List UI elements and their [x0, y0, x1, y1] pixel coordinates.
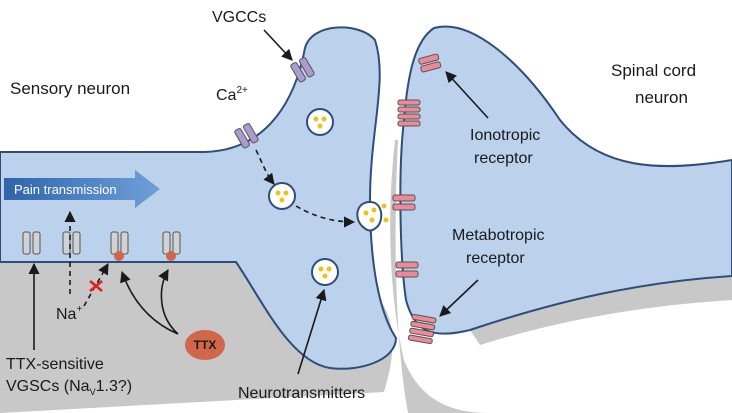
- ttx-sensitive-label-line2: VGSCs (NaV1.3?): [6, 378, 132, 397]
- ttx-molecule: [185, 330, 225, 360]
- ttx-binding-arrow-left: [120, 270, 179, 335]
- spinal-cord-label-line2: neuron: [635, 88, 688, 107]
- sodium-label: Na+: [56, 304, 82, 323]
- vesicle-2: [268, 182, 296, 210]
- metabotropic-label-line2: receptor: [466, 250, 525, 267]
- sensory-neuron-label: Sensory neuron: [10, 79, 130, 98]
- neurotransmitters-label: Neurotransmitters: [238, 385, 365, 402]
- vgscs-text: VGSCs (Na: [6, 378, 90, 395]
- ionotropic-receptor-lower: [395, 261, 419, 278]
- vesicle-1: [306, 108, 334, 136]
- spinal-neuron-membrane: [399, 25, 732, 335]
- vesicle-3: [311, 258, 339, 286]
- ttx-binding-arrow-right: [158, 269, 179, 335]
- vgcc-channel-left: [234, 123, 259, 149]
- sodium-channel-2: [62, 231, 81, 255]
- vgccs-label: VGCCs: [212, 9, 266, 26]
- calcium-charge: 2+: [236, 85, 248, 96]
- pain-transmission-arrow: [4, 170, 160, 208]
- ionotropic-label-line2: receptor: [474, 150, 533, 167]
- vgscs-subscript: V: [90, 387, 96, 397]
- vgcc-channel-top: [290, 57, 315, 83]
- ttx-label: TTX: [194, 338, 217, 352]
- calcium-symbol: Ca: [216, 87, 237, 104]
- neurotransmitters-pointer-arrow: [297, 288, 327, 375]
- spinal-cord-label-line1: Spinal cord: [611, 61, 696, 80]
- vgscs-suffix: 1.3?): [96, 378, 132, 395]
- pain-transmission-label: Pain transmission: [14, 182, 117, 197]
- metabotropic-receptor-upper: [397, 99, 421, 127]
- spinal-neuron-lower-shadow: [470, 276, 732, 345]
- metabotropic-receptor-lower: [407, 313, 437, 345]
- metabotropic-pointer-arrow: [439, 279, 479, 317]
- ionotropic-receptor-top: [418, 53, 442, 73]
- sodium-charge: +: [76, 304, 82, 315]
- vesicle-release-arrow: [295, 205, 356, 228]
- ionotropic-pointer-arrow: [445, 71, 489, 119]
- fusing-vesicle: [356, 200, 389, 232]
- sodium-channel-ttx-bound-1: [110, 231, 129, 261]
- ionotropic-receptor-middle: [392, 194, 416, 211]
- block-x-icon: [89, 280, 103, 292]
- sodium-channel-ttx-bound-2: [162, 231, 181, 261]
- calcium-label: Ca2+: [216, 85, 248, 104]
- vgccs-pointer-arrow: [263, 29, 293, 61]
- sodium-channel-1: [22, 231, 41, 255]
- calcium-influx-arrow: [255, 149, 275, 185]
- ionotropic-label-line1: Ionotropic: [470, 127, 540, 144]
- sodium-blocked-arrow: [83, 263, 109, 307]
- sodium-symbol: Na: [56, 306, 77, 323]
- metabotropic-label-line1: Metabotropic: [452, 227, 545, 244]
- ttx-sensitive-label-line1: TTX-sensitive: [6, 356, 104, 373]
